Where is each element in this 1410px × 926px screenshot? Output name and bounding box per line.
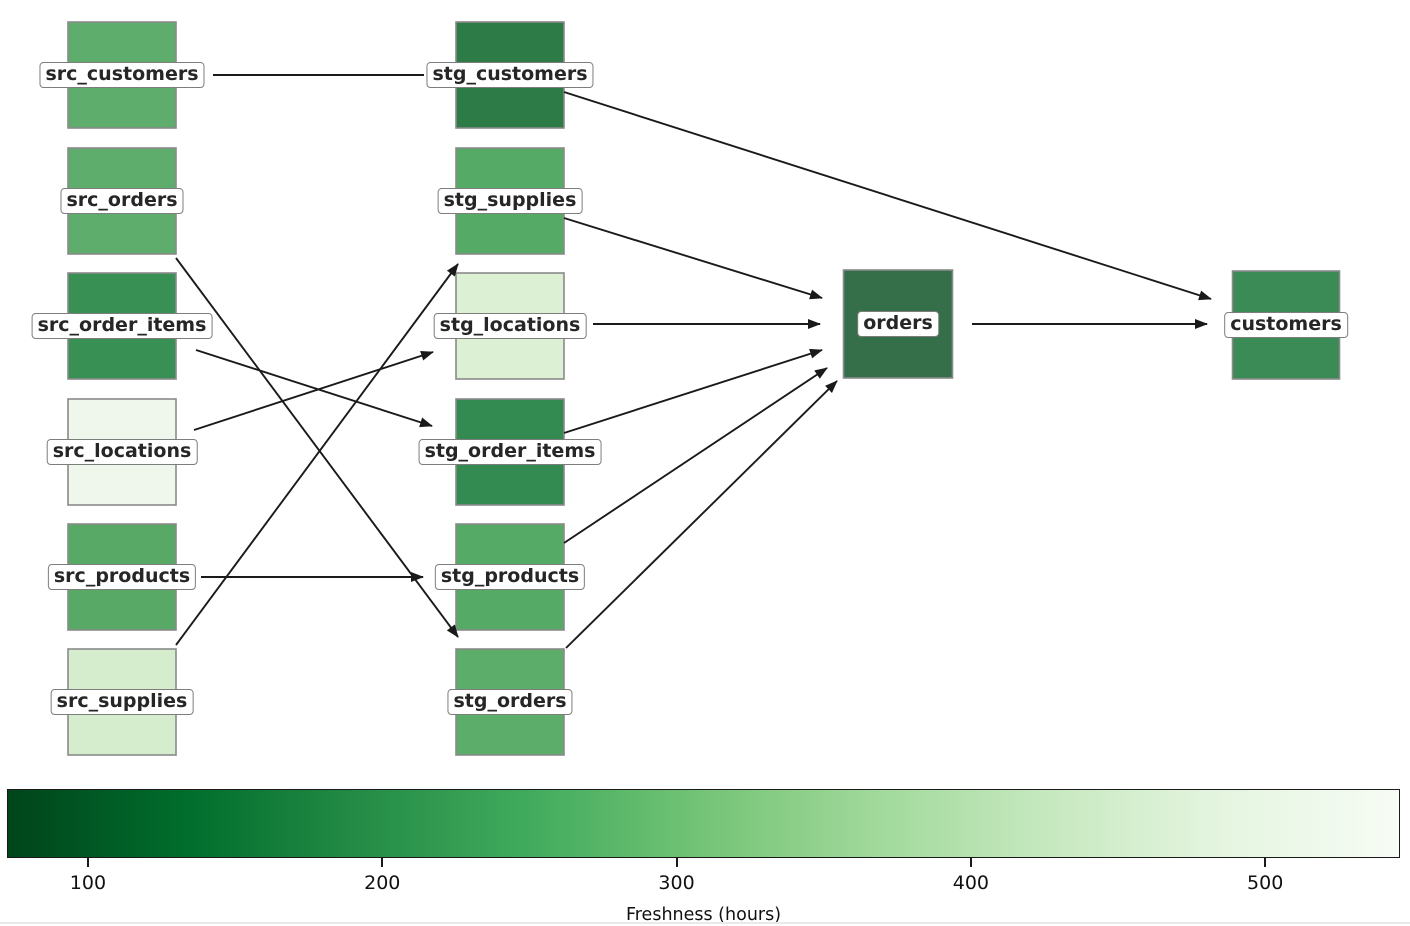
- colorbar-ticklabel-500: 500: [1247, 872, 1284, 894]
- edge-stg_supplies-to-orders: [563, 217, 823, 300]
- node-label-stg_orders: stg_orders: [447, 689, 573, 715]
- node-label-stg_products: stg_products: [434, 564, 586, 590]
- edge-stg_orders-to-orders: [565, 380, 838, 649]
- node-label-src_locations: src_locations: [46, 439, 198, 465]
- colorbar-tick-400: [969, 858, 972, 867]
- node-label-src_orders: src_orders: [60, 188, 184, 214]
- colorbar-tick-300: [675, 858, 678, 867]
- edge-src_order_items-to-stg_order_items: [195, 349, 433, 428]
- node-label-orders: orders: [857, 311, 939, 337]
- edge-stg_customers-to-customers: [563, 91, 1212, 301]
- node-label-stg_supplies: stg_supplies: [437, 188, 583, 214]
- edge-stg_products-to-orders: [563, 367, 828, 544]
- node-label-stg_order_items: stg_order_items: [418, 439, 602, 465]
- edge-src_supplies-to-stg_supplies: [175, 263, 459, 646]
- node-label-stg_locations: stg_locations: [433, 313, 587, 339]
- edge-src_locations-to-stg_locations: [193, 350, 434, 431]
- colorbar-gradient: [7, 789, 1400, 858]
- node-label-src_supplies: src_supplies: [50, 689, 194, 715]
- colorbar-label: Freshness (hours): [625, 905, 782, 925]
- colorbar-ticklabel-400: 400: [952, 872, 990, 894]
- node-label-customers: customers: [1224, 312, 1348, 338]
- colorbar-ticklabel-100: 100: [69, 872, 107, 894]
- colorbar-tick-500: [1264, 858, 1267, 867]
- figure-bottom-border: [0, 922, 1410, 924]
- colorbar-tick-100: [86, 858, 89, 867]
- node-label-stg_customers: stg_customers: [426, 62, 594, 88]
- node-label-src_customers: src_customers: [39, 62, 205, 88]
- colorbar-tick-200: [381, 858, 384, 867]
- node-label-src_order_items: src_order_items: [31, 313, 213, 339]
- colorbar-ticklabel-300: 300: [658, 872, 695, 894]
- node-label-src_products: src_products: [47, 564, 197, 590]
- colorbar-ticklabel-200: 200: [364, 872, 401, 894]
- edge-stg_order_items-to-orders: [563, 348, 823, 434]
